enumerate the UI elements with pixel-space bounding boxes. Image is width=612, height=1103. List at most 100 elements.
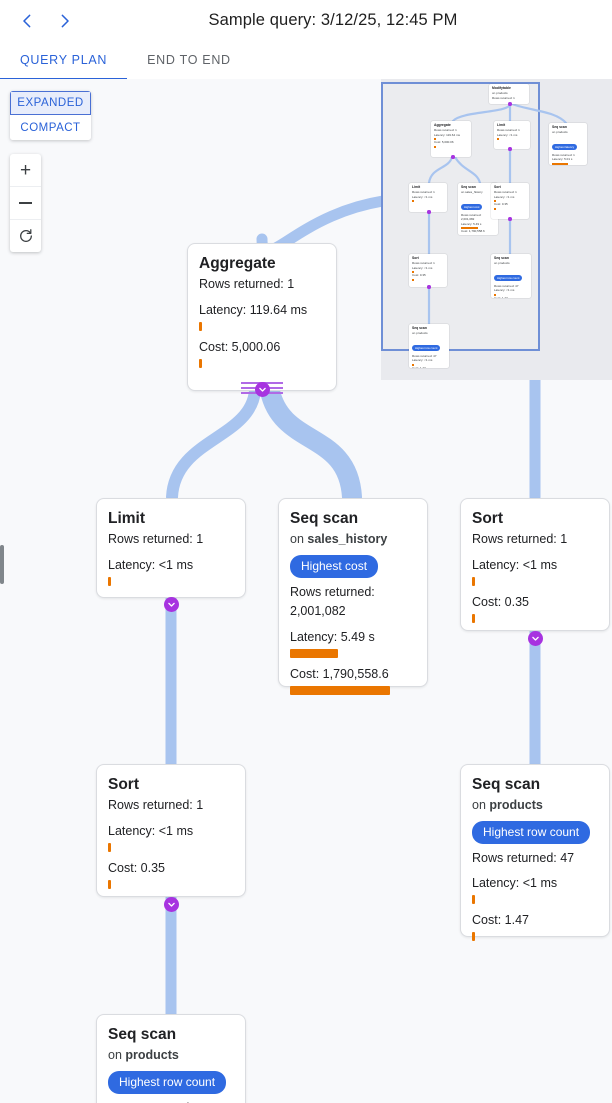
node-cost: Cost: 1.47 [472, 913, 529, 927]
minimap-node-seqscan-rows-right[interactable]: Seq scan on products Highest row count R… [491, 254, 531, 298]
minimap-latency-bar [552, 162, 568, 165]
minimap-node-title: Limit [497, 123, 506, 127]
reset-view-button[interactable] [10, 219, 41, 252]
plan-canvas[interactable]: Modifytable on products Rows returned Li… [0, 79, 612, 1103]
minimap-latency-bar [494, 200, 496, 203]
node-cost: Cost: 0.35 [472, 594, 529, 609]
minimap-node-cost: Cost: 5,000.06 [434, 140, 454, 145]
node-latency: Latency: 119.64 ms [199, 303, 308, 318]
zoom-in-button[interactable]: + [10, 154, 41, 186]
minimap-node-latency: Latency: <1 ms [412, 194, 433, 199]
cost-bar [290, 685, 390, 695]
minimap-node-cost: Cost: 1.47 [494, 295, 508, 298]
latency-bar [290, 648, 338, 658]
minimap-node-subtitle: on products [492, 91, 508, 96]
canvas-scrollbar-thumb[interactable] [0, 545, 4, 584]
minimap-node-latency: Latency: <1 ms [497, 132, 518, 137]
minimap-node-latency: Latency: <1 ms [412, 358, 433, 363]
node-title: Sort [108, 776, 139, 793]
minimap-handle-dot [427, 285, 431, 289]
node-title: Seq scan [108, 1026, 177, 1043]
minimap-node-title: Aggregate [434, 123, 451, 127]
node-limit[interactable]: Limit Rows returned: 1 Latency: <1 ms [96, 498, 246, 598]
zoom-controls[interactable]: + [10, 154, 41, 252]
node-title: Seq scan [290, 510, 359, 527]
minimap-node-sort-left[interactable]: Sort Rows returned: 1 Latency: <1 ms Cos… [409, 254, 447, 287]
cost-bar [108, 879, 111, 889]
fullscreen-icon[interactable] [578, 10, 600, 32]
minimap-node-cost: Cost: 1,790,558.6 [461, 229, 485, 234]
minimap-node-limit-left[interactable]: Limit Rows returned: 1 Latency: <1 ms [409, 183, 447, 212]
minimap-node-subtitle: on products [494, 261, 510, 266]
minimap-node-latency: Latency: 119.64 ms [434, 132, 460, 137]
status-badge-highest-row-count: Highest row count [472, 820, 591, 844]
minimap-node-title: Sort [494, 185, 501, 189]
minimap-node-rows: Rows returned: 1 [492, 95, 515, 100]
forward-button[interactable] [46, 2, 84, 40]
minimap-badge: Highest row count [494, 275, 523, 281]
node-latency: Latency: <1 ms [472, 558, 558, 573]
node-seq-scan-products-right[interactable]: Seq scan on products Highest row count R… [460, 764, 610, 941]
minimap-node-subtitle: on products [412, 331, 428, 336]
node-aggregate[interactable]: Aggregate Rows returned: 1 Latency: 119.… [187, 243, 337, 391]
minimap-node-modifytable[interactable]: Modifytable on products Rows returned: 1 [489, 84, 529, 104]
minimap-badge: Highest row count [412, 345, 441, 351]
minimap-node-seqscan-highest-latency[interactable]: Seq scan on products Highest latency Row… [549, 123, 587, 165]
minimap-panel[interactable]: Modifytable on products Rows returned: 1… [381, 79, 612, 380]
collapse-handle-limit[interactable] [164, 597, 179, 612]
cost-bar [472, 931, 475, 941]
status-badge-highest-cost: Highest cost [290, 554, 379, 578]
minimap-node-rows: Rows returned: 1 [494, 190, 517, 195]
zoom-out-button[interactable] [10, 186, 41, 219]
minimap-node-aggregate[interactable]: Aggregate Rows returned: 1 Latency: 119.… [431, 121, 471, 157]
minimap-latency-bar [461, 227, 478, 230]
mode-expanded-button[interactable]: EXPANDED [10, 91, 91, 115]
app-header: Sample query: 3/12/25, 12:45 PM [0, 0, 612, 41]
minimap-node-title: Seq scan [461, 185, 476, 189]
node-rows-returned: Rows returned: 1 [108, 532, 204, 547]
node-latency: Latency: 5.49 s [290, 630, 375, 644]
minimap-node-title: Modifytable [492, 86, 511, 90]
node-sort-right[interactable]: Sort Rows returned: 1 Latency: <1 ms Cos… [460, 498, 610, 631]
minimap-node-latency: Latency: 5.49 s [461, 221, 482, 226]
plus-icon: + [19, 159, 32, 181]
minimap-cost-bar [434, 145, 436, 148]
cost-bar [472, 613, 475, 623]
minimap-node-rows: Rows returned: 2,001,082 [461, 212, 482, 222]
back-button[interactable] [8, 2, 46, 40]
mode-compact-button[interactable]: COMPACT [10, 115, 91, 140]
minimap-node-limit-top[interactable]: Limit Rows returned: 1 Latency: <1 ms [494, 121, 530, 149]
minimap-cost-bar [412, 278, 414, 281]
collapse-handle-sort-left[interactable] [164, 897, 179, 912]
minimap-node-title: Seq scan [412, 326, 427, 330]
minimap-node-sort-mid[interactable]: Sort Rows returned: 1 Latency: <1 ms Cos… [491, 183, 529, 219]
chevron-left-icon [23, 14, 31, 27]
minimap-node-title: Seq scan [552, 125, 567, 129]
node-on-prefix: on [290, 532, 304, 547]
minimap-node-latency: Latency: 5.01 s [552, 157, 573, 162]
node-relation-name: sales_history [307, 532, 388, 547]
node-on-prefix: on [108, 1048, 122, 1063]
latency-bar [199, 321, 202, 331]
node-latency: Latency: <1 ms [108, 824, 194, 839]
chevron-down-icon [532, 636, 539, 641]
minimap-latency-bar [497, 138, 499, 141]
node-title: Seq scan [472, 776, 541, 793]
display-mode-toggle[interactable]: EXPANDED COMPACT [10, 91, 91, 140]
node-sort-left[interactable]: Sort Rows returned: 1 Latency: <1 ms Cos… [96, 764, 246, 897]
node-rows-returned: Rows returned: 47 [108, 1099, 234, 1103]
node-relation-name: products [489, 798, 543, 813]
node-seq-scan-products-bottom[interactable]: Seq scan on products Highest row count R… [96, 1014, 246, 1103]
node-seq-scan-sales-history[interactable]: Seq scan on sales_history Highest cost R… [278, 498, 428, 695]
minimap-handle-dot [508, 217, 512, 221]
tab-end-to-end[interactable]: END TO END [147, 53, 231, 67]
collapse-handle-aggregate[interactable] [255, 382, 270, 397]
node-relation: on sales_history [290, 530, 416, 548]
collapse-handle-sort-right[interactable] [528, 631, 543, 646]
minimap-node-seqscan-rows-bottom[interactable]: Seq scan on products Highest row count R… [409, 324, 449, 368]
node-cost: Cost: 5,000.06 [199, 339, 281, 354]
minimap-node-cost: Cost: 0.35 [412, 273, 426, 278]
tab-query-plan[interactable]: QUERY PLAN [0, 41, 128, 80]
minimap-latency-bar [434, 138, 436, 141]
